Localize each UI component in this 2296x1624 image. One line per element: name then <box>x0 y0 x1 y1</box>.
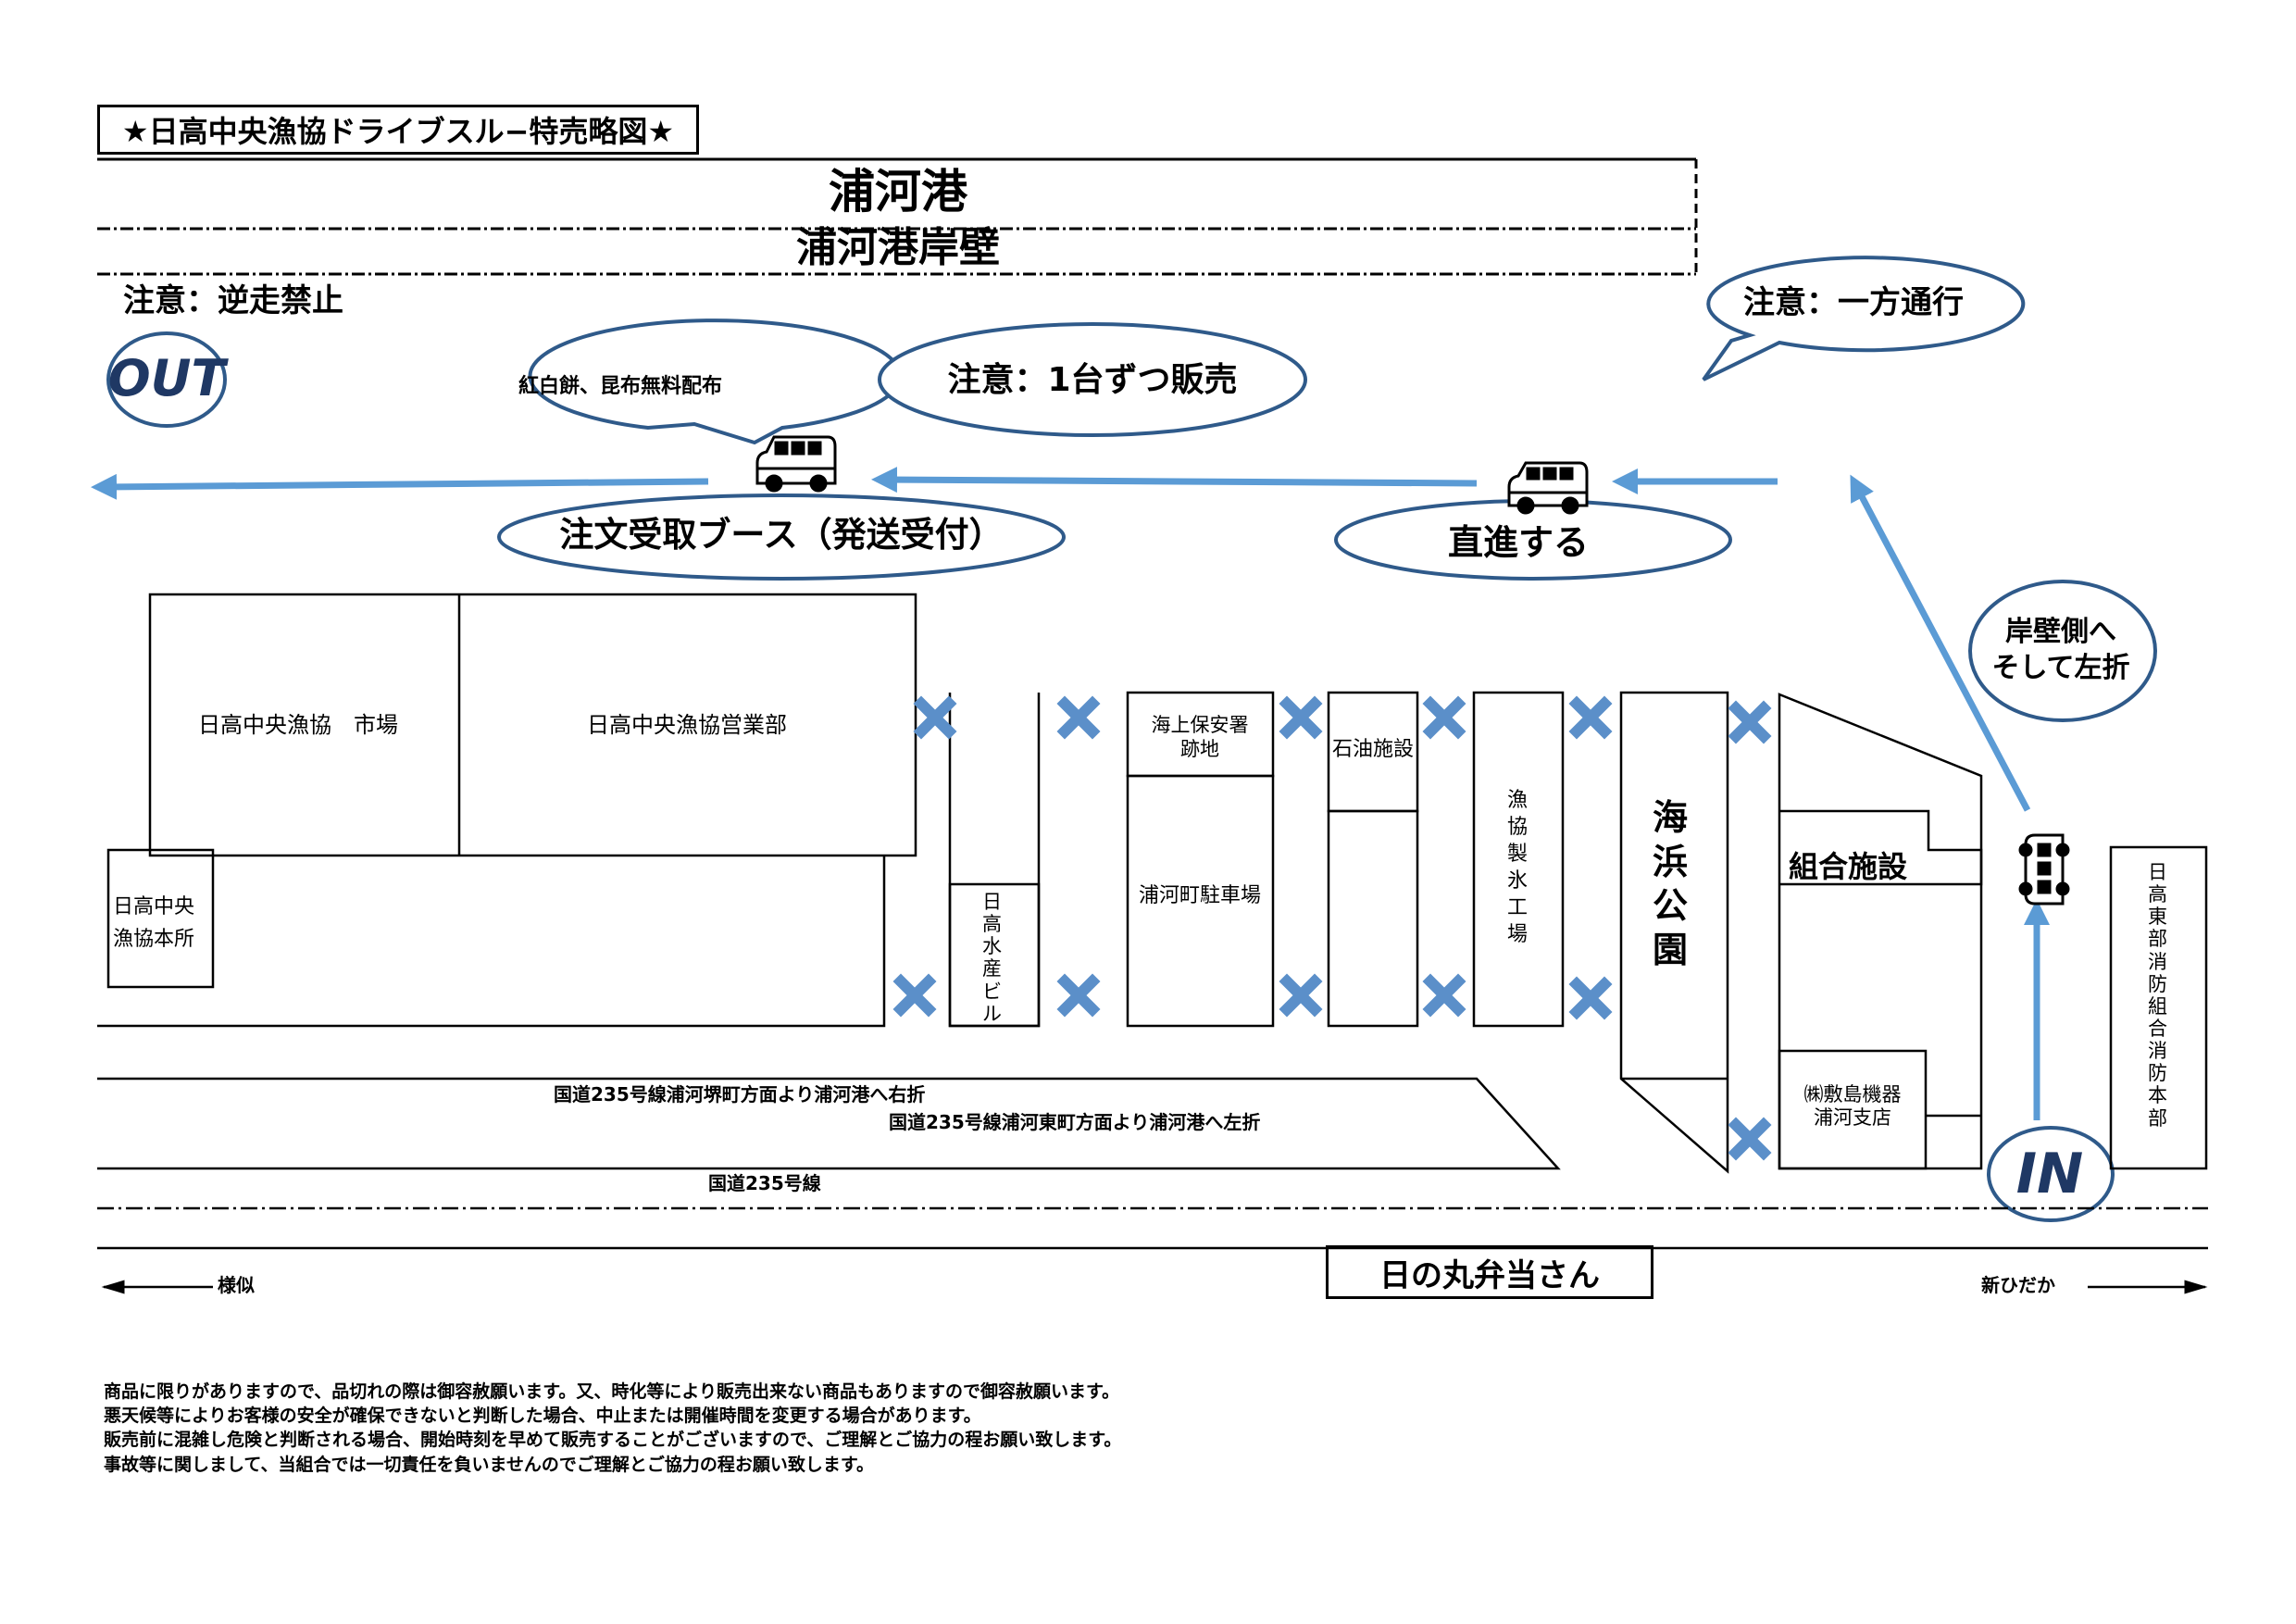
fire-department <box>2109 845 2208 1170</box>
harbor-west-lot <box>97 856 886 1028</box>
notice-line: 事故等に関しまして、当組合では一切責任を負いませんのでご理解とご協力の程お願い致… <box>104 1454 875 1475</box>
right-turn-label: 国道235号線浦河堺町方面より浦河港へ右折 <box>554 1083 926 1106</box>
market-building <box>148 593 917 857</box>
seaside-park <box>1619 691 1729 1174</box>
shikishima-building <box>1778 1049 1928 1170</box>
oil-label: 石油施設 <box>1331 738 1415 761</box>
oil-facility-lower <box>1327 809 1419 1028</box>
car-icon <box>2018 833 2070 906</box>
access-road <box>97 1077 1561 1170</box>
route-label: 国道235号線 <box>708 1172 821 1194</box>
car-icon <box>1507 461 1589 515</box>
market-label: 日高中央漁協 市場 <box>198 712 398 738</box>
parking-lot <box>1126 774 1275 1028</box>
turn-left-text: 岸壁側へ そして左折 <box>1991 616 2130 684</box>
notice-line: 商品に限りがありますので、品切れの際は御容赦願います。又、時化等により販売出来な… <box>104 1381 1120 1402</box>
park-label: 海浜公園 <box>1653 797 1689 970</box>
go-straight-text: 直進する <box>1447 522 1590 563</box>
exit-ellipse <box>106 331 227 428</box>
one-way-warning: 注意：一方通行 <box>1743 284 1964 321</box>
hq-label: 日高中央 漁協本所 <box>112 895 195 952</box>
cross-3 <box>1279 695 1323 740</box>
one-car-warning: 注意：1台ずつ販売 <box>947 361 1238 399</box>
free-gift-bubble <box>528 319 903 445</box>
left-turn-label: 国道235号線浦河東町方面より浦河港へ左折 <box>889 1111 1261 1133</box>
cross-7 <box>892 973 937 1018</box>
roads <box>97 1077 2208 1294</box>
union-block <box>1778 693 1983 1170</box>
shikishima-label: ㈱敷島機器 浦河支店 <box>1803 1083 1902 1130</box>
cross-9 <box>1279 973 1323 1018</box>
cross-4 <box>1422 695 1466 740</box>
arrow-west-2 <box>871 467 1478 493</box>
ice-factory-label: 漁協製氷工場 <box>1507 789 1529 947</box>
cross-2 <box>1056 695 1101 740</box>
cross-1 <box>913 695 957 740</box>
east-direction-label: 新ひだか <box>1981 1274 2055 1296</box>
turn-left-ellipse <box>1968 580 2157 722</box>
arrow-diagonal <box>1850 474 2031 812</box>
union-label: 組合施設 <box>1789 849 1908 884</box>
sales-label: 日高中央漁協営業部 <box>587 712 787 738</box>
bento-shop: 日の丸弁当さん <box>1326 1245 1653 1299</box>
harbor-name: 浦河港 <box>829 165 967 219</box>
notice-text: 商品に限りがありますので、品切れの際は御容赦願います。又、時化等により販売出来な… <box>104 1380 1121 1477</box>
order-booth-ellipse <box>497 493 1066 581</box>
cross-10 <box>1422 973 1466 1018</box>
order-booth-text: 注文受取ブース（発送受付） <box>559 515 1004 555</box>
free-gift-text: 紅白餅、昆布無料配布 <box>518 375 723 398</box>
entry-label: IN <box>2015 1142 2084 1206</box>
entry-ellipse <box>1987 1126 2115 1222</box>
map-title: ★日高中央漁協ドライブスル−特売略図★ <box>97 105 699 155</box>
one-way-bubble <box>1702 256 2026 381</box>
harbor-band <box>97 157 1698 276</box>
buildings <box>97 593 2208 1174</box>
harbor-quay: 浦河港岸壁 <box>796 224 1000 271</box>
notice-line: 販売前に混雑し危険と判断される場合、開始時刻を早めて販売することがございますので… <box>104 1430 1122 1451</box>
cross-5 <box>1568 695 1613 740</box>
suisan-building <box>948 882 1041 1028</box>
notice-line: 悪天候等によりお客様の安全が確保できないと判断した場合、中止または開催時間を変更… <box>104 1405 981 1427</box>
cross-6 <box>1728 700 1772 744</box>
car-icon <box>755 435 837 493</box>
union-facility <box>1779 809 1983 886</box>
cross-8 <box>1056 973 1101 1018</box>
hq-building <box>106 848 215 989</box>
parking-label: 浦河町駐車場 <box>1138 884 1262 907</box>
one-car-ellipse <box>878 322 1307 437</box>
cross-12 <box>1728 1117 1772 1161</box>
arrow-west-3 <box>91 473 709 500</box>
suisan-label: 日高水産ビル <box>982 891 1002 1025</box>
bubble-shapes <box>106 256 2157 1222</box>
exit-label: OUT <box>107 349 226 407</box>
no-reverse-warning: 注意：逆走禁止 <box>123 282 343 319</box>
ice-factory <box>1472 691 1565 1028</box>
fire-department-label: 日高東部消防組合消防本部 <box>2148 861 2167 1130</box>
no-entry-crosses <box>892 695 1772 1161</box>
west-direction-label: 様似 <box>218 1274 255 1296</box>
coast-guard-label: 海上保安署 跡地 <box>1151 714 1249 761</box>
cross-11 <box>1568 976 1613 1020</box>
traffic-arrows <box>91 467 2050 1120</box>
